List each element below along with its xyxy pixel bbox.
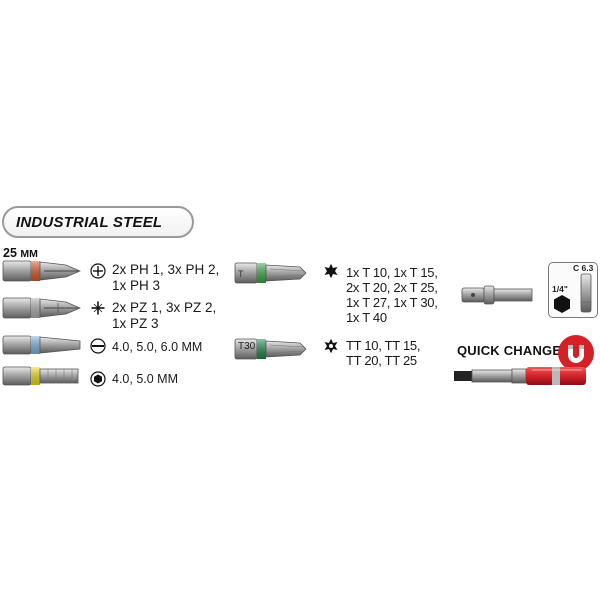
hex-icon: [90, 371, 106, 387]
phillips-spec-line1: 2x PH 1, 3x PH 2,: [112, 262, 220, 277]
bit-length-unit: MM: [20, 248, 38, 260]
svg-text:T: T: [238, 269, 244, 279]
pozidriv-spec: 2x PZ 1, 3x PZ 2, 1x PZ 3: [112, 300, 216, 332]
phillips-spec: 2x PH 1, 3x PH 2, 1x PH 3: [112, 262, 219, 294]
quick-change-holder-image: [454, 367, 586, 385]
torx-spec-line4: 1x T 40: [346, 310, 387, 325]
hex-shank-icon: [554, 295, 570, 313]
drive-size-label: 1/4": [552, 284, 568, 294]
phillips-spec-line2: 1x PH 3: [112, 278, 161, 293]
pozidriv-icon: [91, 301, 105, 315]
tamper-torx-icon: [324, 338, 338, 354]
title-pill: [2, 206, 194, 238]
torx-spec-line1: 1x T 10, 1x T 15,: [346, 265, 438, 280]
hex-spec: 4.0, 5.0 MM: [112, 372, 178, 386]
torx-bit-image: T: [234, 262, 307, 284]
shank-label: C 6.3: [573, 263, 594, 273]
socket-adapter-image: [461, 285, 533, 305]
quick-change-label: QUICK CHANGE: [457, 343, 562, 358]
tamper-torx-spec-line1: TT 10, TT 15,: [346, 338, 421, 353]
torx-spec: 1x T 10, 1x T 15, 2x T 20, 2x T 25, 1x T…: [346, 265, 438, 325]
left-bits-illustration: [2, 260, 82, 386]
torx-bits-illustration: T: [234, 262, 307, 360]
torx-spec-line2: 2x T 20, 2x T 25,: [346, 280, 438, 295]
slotted-bit-image: [2, 335, 81, 355]
shank-profile-icon: [580, 273, 592, 313]
bit-length-label: 25 MM: [3, 246, 38, 260]
phillips-icon: [90, 263, 106, 279]
tamper-torx-spec-line2: TT 20, TT 25: [346, 353, 417, 368]
pozidriv-spec-line1: 2x PZ 1, 3x PZ 2,: [112, 300, 217, 315]
phillips-bit-image: [2, 260, 82, 282]
tamper-torx-bit-label: T30: [238, 341, 256, 352]
slotted-spec: 4.0, 5.0, 6.0 MM: [112, 340, 203, 354]
slotted-icon: [90, 338, 106, 354]
hex-bit-image: [2, 366, 79, 386]
torx-icon: [324, 263, 338, 279]
tamper-torx-bit-image: [234, 338, 307, 360]
section-title: INDUSTRIAL STEEL: [16, 214, 163, 231]
pozidriv-bit-image: [2, 297, 82, 319]
pozidriv-spec-line2: 1x PZ 3: [112, 316, 159, 331]
tamper-torx-spec: TT 10, TT 15, TT 20, TT 25: [346, 338, 420, 368]
magnet-icon: [558, 335, 594, 371]
torx-spec-line3: 1x T 27, 1x T 30,: [346, 295, 438, 310]
bit-length-value: 25: [3, 246, 17, 260]
